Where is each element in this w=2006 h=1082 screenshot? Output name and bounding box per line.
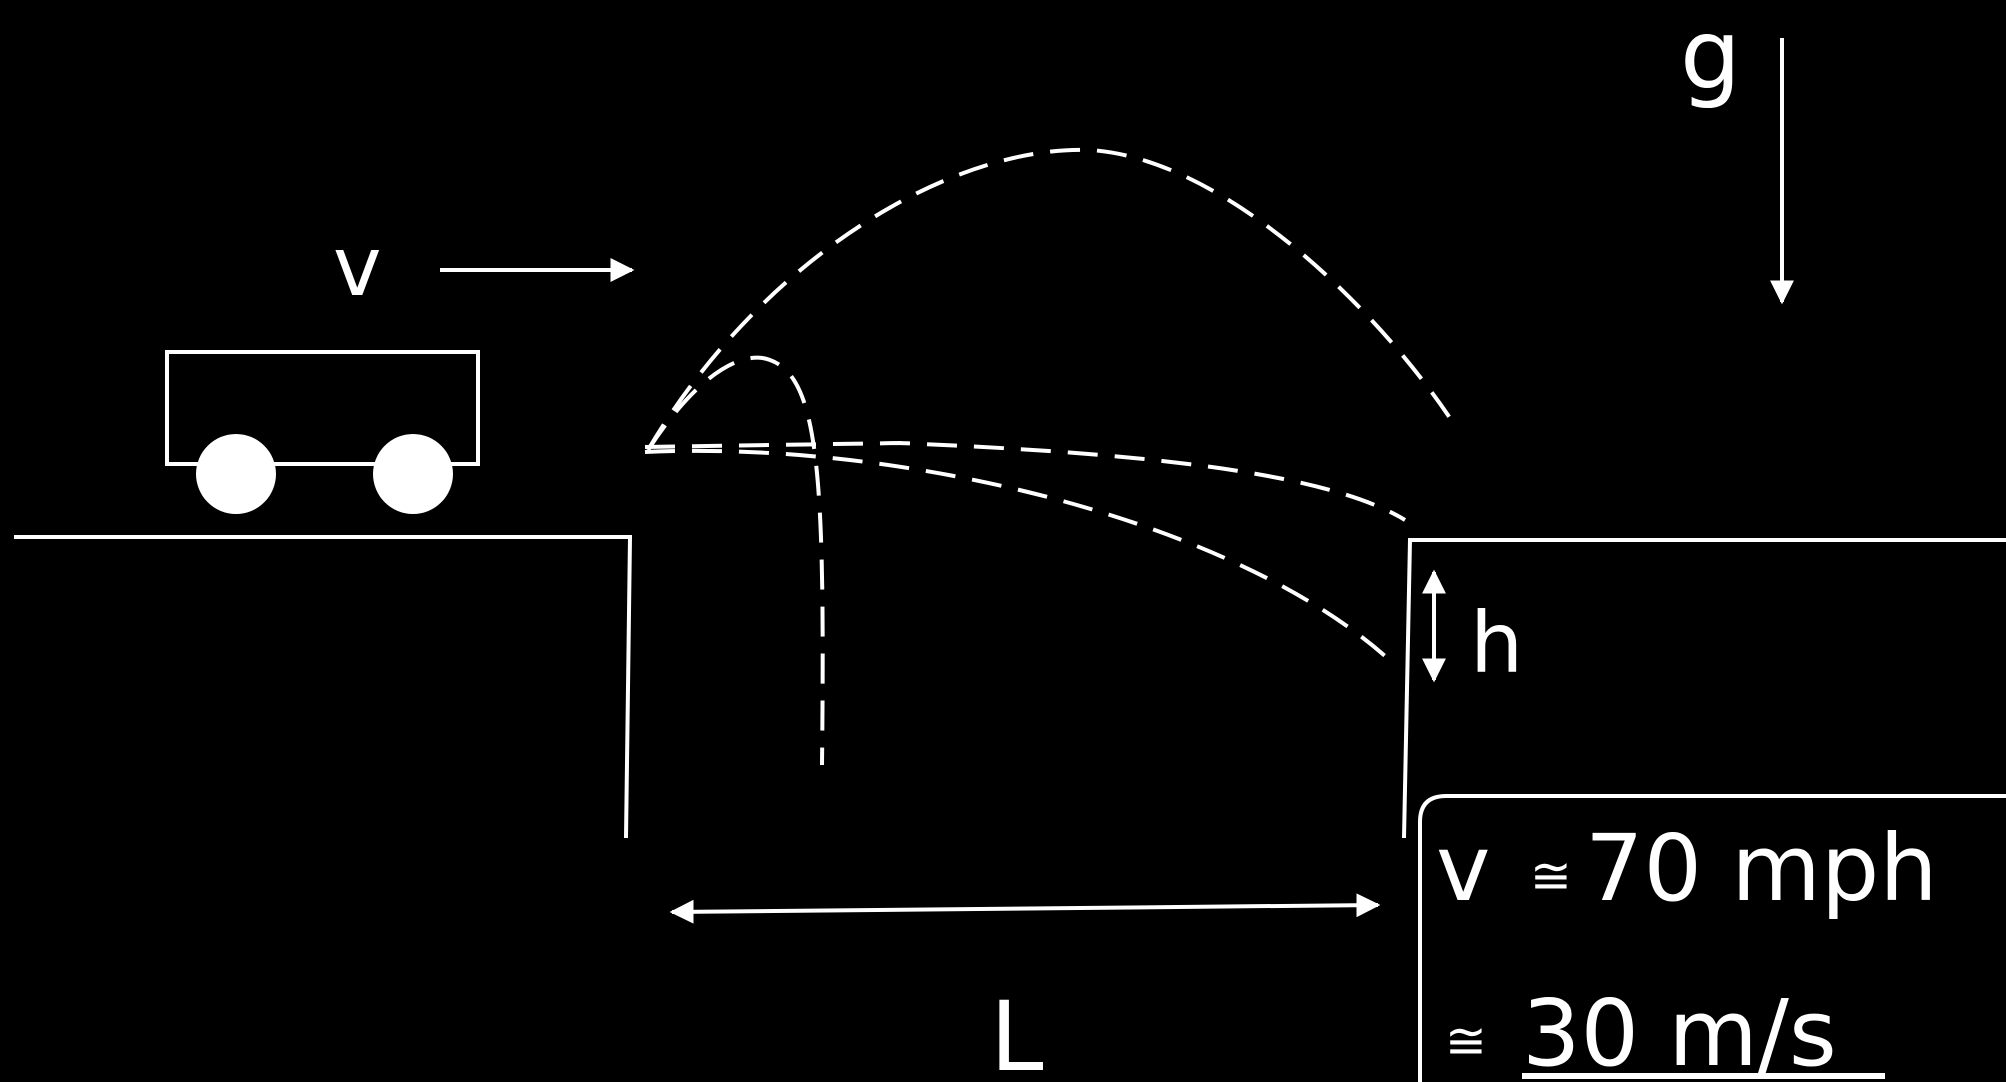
height-label: h (1470, 594, 1523, 692)
cart-wheel-right (373, 434, 453, 514)
info-approx-2: ≅ (1445, 1012, 1487, 1070)
trajectory-short-drop (646, 355, 825, 766)
trajectory-high-arc (646, 147, 1452, 452)
info-approx-1: ≅ (1530, 847, 1572, 905)
info-speed-mph: 70 mph (1585, 815, 1938, 922)
info-speed-symbol: v (1436, 815, 1490, 922)
trajectory-falling (644, 448, 1397, 667)
velocity-label: v (333, 220, 382, 315)
info-box: v ≅ 70 mph ≅ 30 m/s (1418, 794, 2006, 1082)
cart-wheel-left (196, 434, 276, 514)
gravity-label: g (1680, 0, 1741, 111)
length-label: L (990, 981, 1043, 1082)
cart (165, 350, 480, 514)
info-box-border (1418, 794, 2006, 1082)
info-speed-ms: 30 m/s (1522, 980, 1837, 1082)
right-cliff (1402, 538, 2006, 839)
cart-body (165, 350, 480, 466)
trajectory-level (644, 440, 1407, 522)
left-cliff (14, 535, 633, 839)
length-arrow (669, 893, 1381, 924)
